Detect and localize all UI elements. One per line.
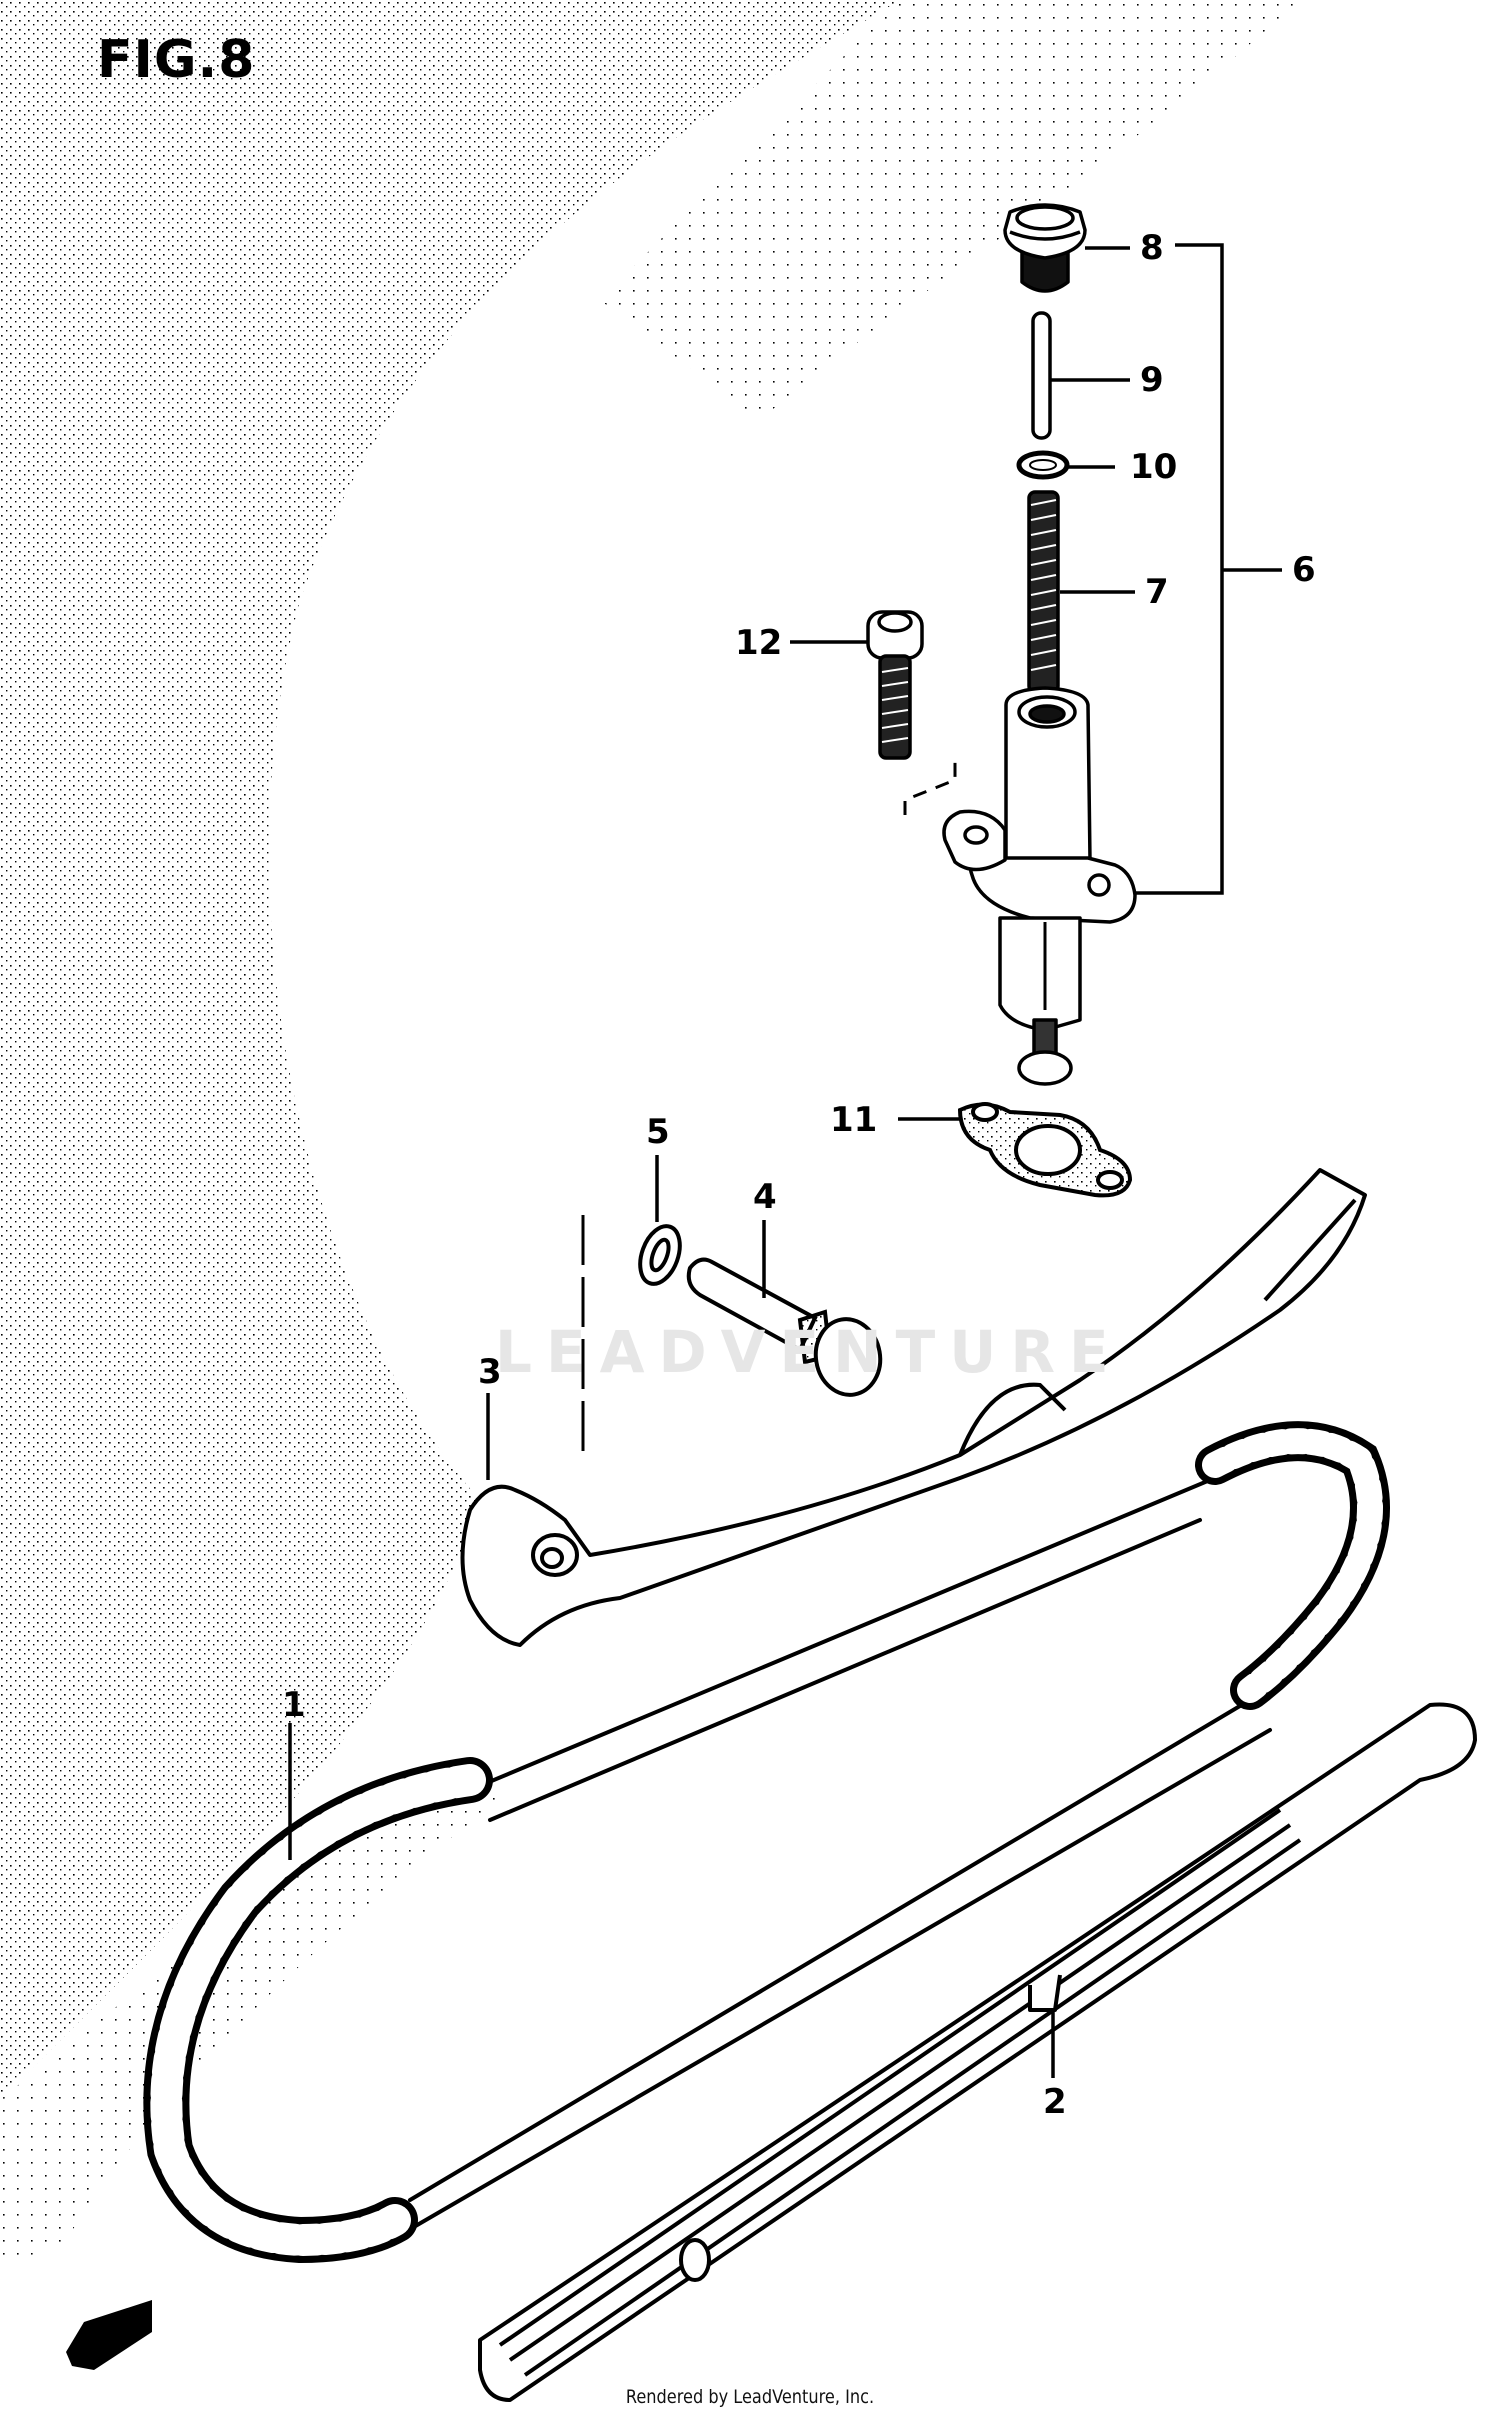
pin-drawing	[1031, 311, 1052, 440]
pivot-bolt-drawing	[581, 1215, 883, 1455]
cam-chain-drawing	[143, 1421, 1390, 2264]
mounting-bolt-drawing	[866, 610, 957, 815]
tensioner-body-drawing	[1004, 686, 1092, 862]
callout-8[interactable]: 8	[1140, 228, 1164, 268]
callout-10[interactable]: 10	[1130, 447, 1178, 487]
chain-guide-drawing	[478, 1702, 1477, 2402]
stipple-texture	[0, 0, 1300, 2260]
front-arrow-icon	[66, 2300, 152, 2370]
figure-label: FIG.8	[97, 30, 256, 90]
cap-bolt-drawing	[1003, 203, 1087, 293]
callout-3[interactable]: 3	[478, 1352, 502, 1392]
callout-6[interactable]: 6	[1292, 550, 1316, 590]
callout-4[interactable]: 4	[753, 1177, 777, 1217]
tensioner-assembly-drawing	[942, 203, 1137, 1086]
watermark: LEADVENTURE	[495, 1318, 1123, 1386]
callout-9[interactable]: 9	[1140, 360, 1164, 400]
callout-1[interactable]: 1	[282, 1685, 306, 1725]
callout-5[interactable]: 5	[646, 1112, 670, 1152]
callout-2[interactable]: 2	[1043, 2082, 1067, 2122]
callout-12[interactable]: 12	[735, 623, 783, 663]
leader-lines	[288, 243, 1282, 2078]
footer-credit: Rendered by LeadVenture, Inc.	[625, 2386, 875, 2408]
callout-11[interactable]: 11	[830, 1100, 878, 1140]
callout-7[interactable]: 7	[1145, 572, 1169, 612]
gasket-drawing	[957, 1102, 1133, 1198]
chain-tensioner-guide-drawing	[460, 1168, 1367, 1647]
